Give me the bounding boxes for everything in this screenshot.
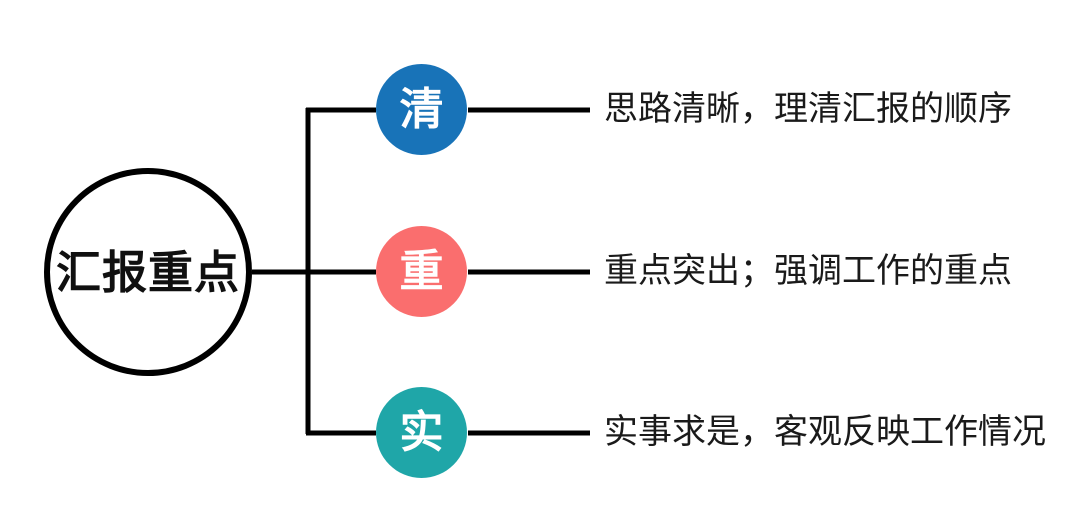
branch-badge-qing[interactable]: 清 [376, 64, 467, 155]
branch-text-shi: 实事求是，客观反映工作情况 [604, 413, 1046, 451]
branch-badge-label-shi: 实 [399, 407, 444, 457]
root-node-label: 汇报重点 [55, 246, 240, 298]
branch-text-qing: 思路清晰，理清汇报的顺序 [604, 90, 1012, 128]
branch-badge-label-qing: 清 [399, 84, 444, 134]
branch-badge-label-zhong: 重 [399, 246, 444, 296]
root-node[interactable]: 汇报重点 [44, 168, 252, 376]
branch-badge-shi[interactable]: 实 [376, 387, 467, 478]
branch-text-zhong: 重点突出；强调工作的重点 [604, 252, 1012, 290]
branch-badge-zhong[interactable]: 重 [376, 226, 467, 317]
